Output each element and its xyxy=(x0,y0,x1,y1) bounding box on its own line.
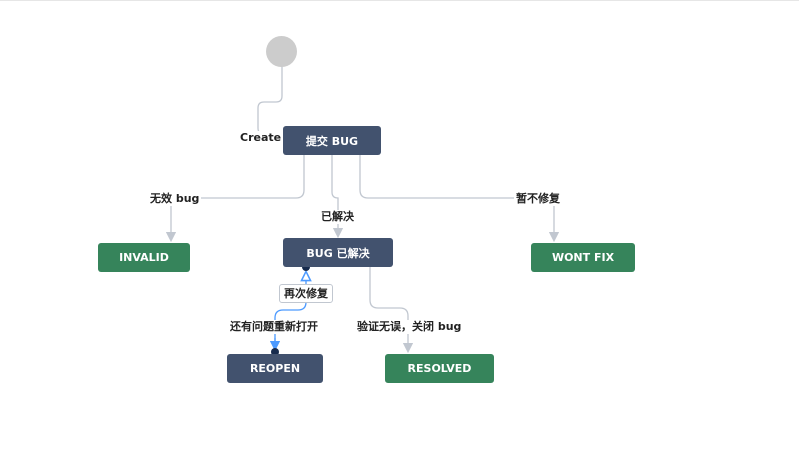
start-node[interactable] xyxy=(266,36,297,67)
status-bug-resolved[interactable]: BUG 已解决 xyxy=(283,238,393,267)
status-invalid[interactable]: INVALID xyxy=(98,243,190,272)
status-wont-fix[interactable]: WONT FIX xyxy=(531,243,635,272)
status-resolved[interactable]: RESOLVED xyxy=(385,354,494,383)
edge-fix-again[interactable] xyxy=(274,276,306,352)
top-border xyxy=(0,0,799,1)
transition-label-wont-fix[interactable]: 暂不修复 xyxy=(514,192,562,206)
edge-solved[interactable] xyxy=(331,155,344,239)
transition-label-fix-again[interactable]: 再次修复 xyxy=(279,284,333,303)
transition-label-solved[interactable]: 已解决 xyxy=(319,210,356,224)
edge-verify-close[interactable] xyxy=(369,267,414,354)
transition-label-reopen[interactable]: 还有问题重新打开 xyxy=(228,320,320,334)
status-reopen[interactable]: REOPEN xyxy=(227,354,323,383)
transition-label-invalid-bug[interactable]: 无效 bug xyxy=(148,192,202,206)
status-submit-bug[interactable]: 提交 BUG xyxy=(283,126,381,155)
transition-label-create[interactable]: Create xyxy=(238,131,284,145)
edge-create[interactable] xyxy=(257,66,283,135)
transition-label-verify-close[interactable]: 验证无误，关闭 bug xyxy=(355,320,464,334)
